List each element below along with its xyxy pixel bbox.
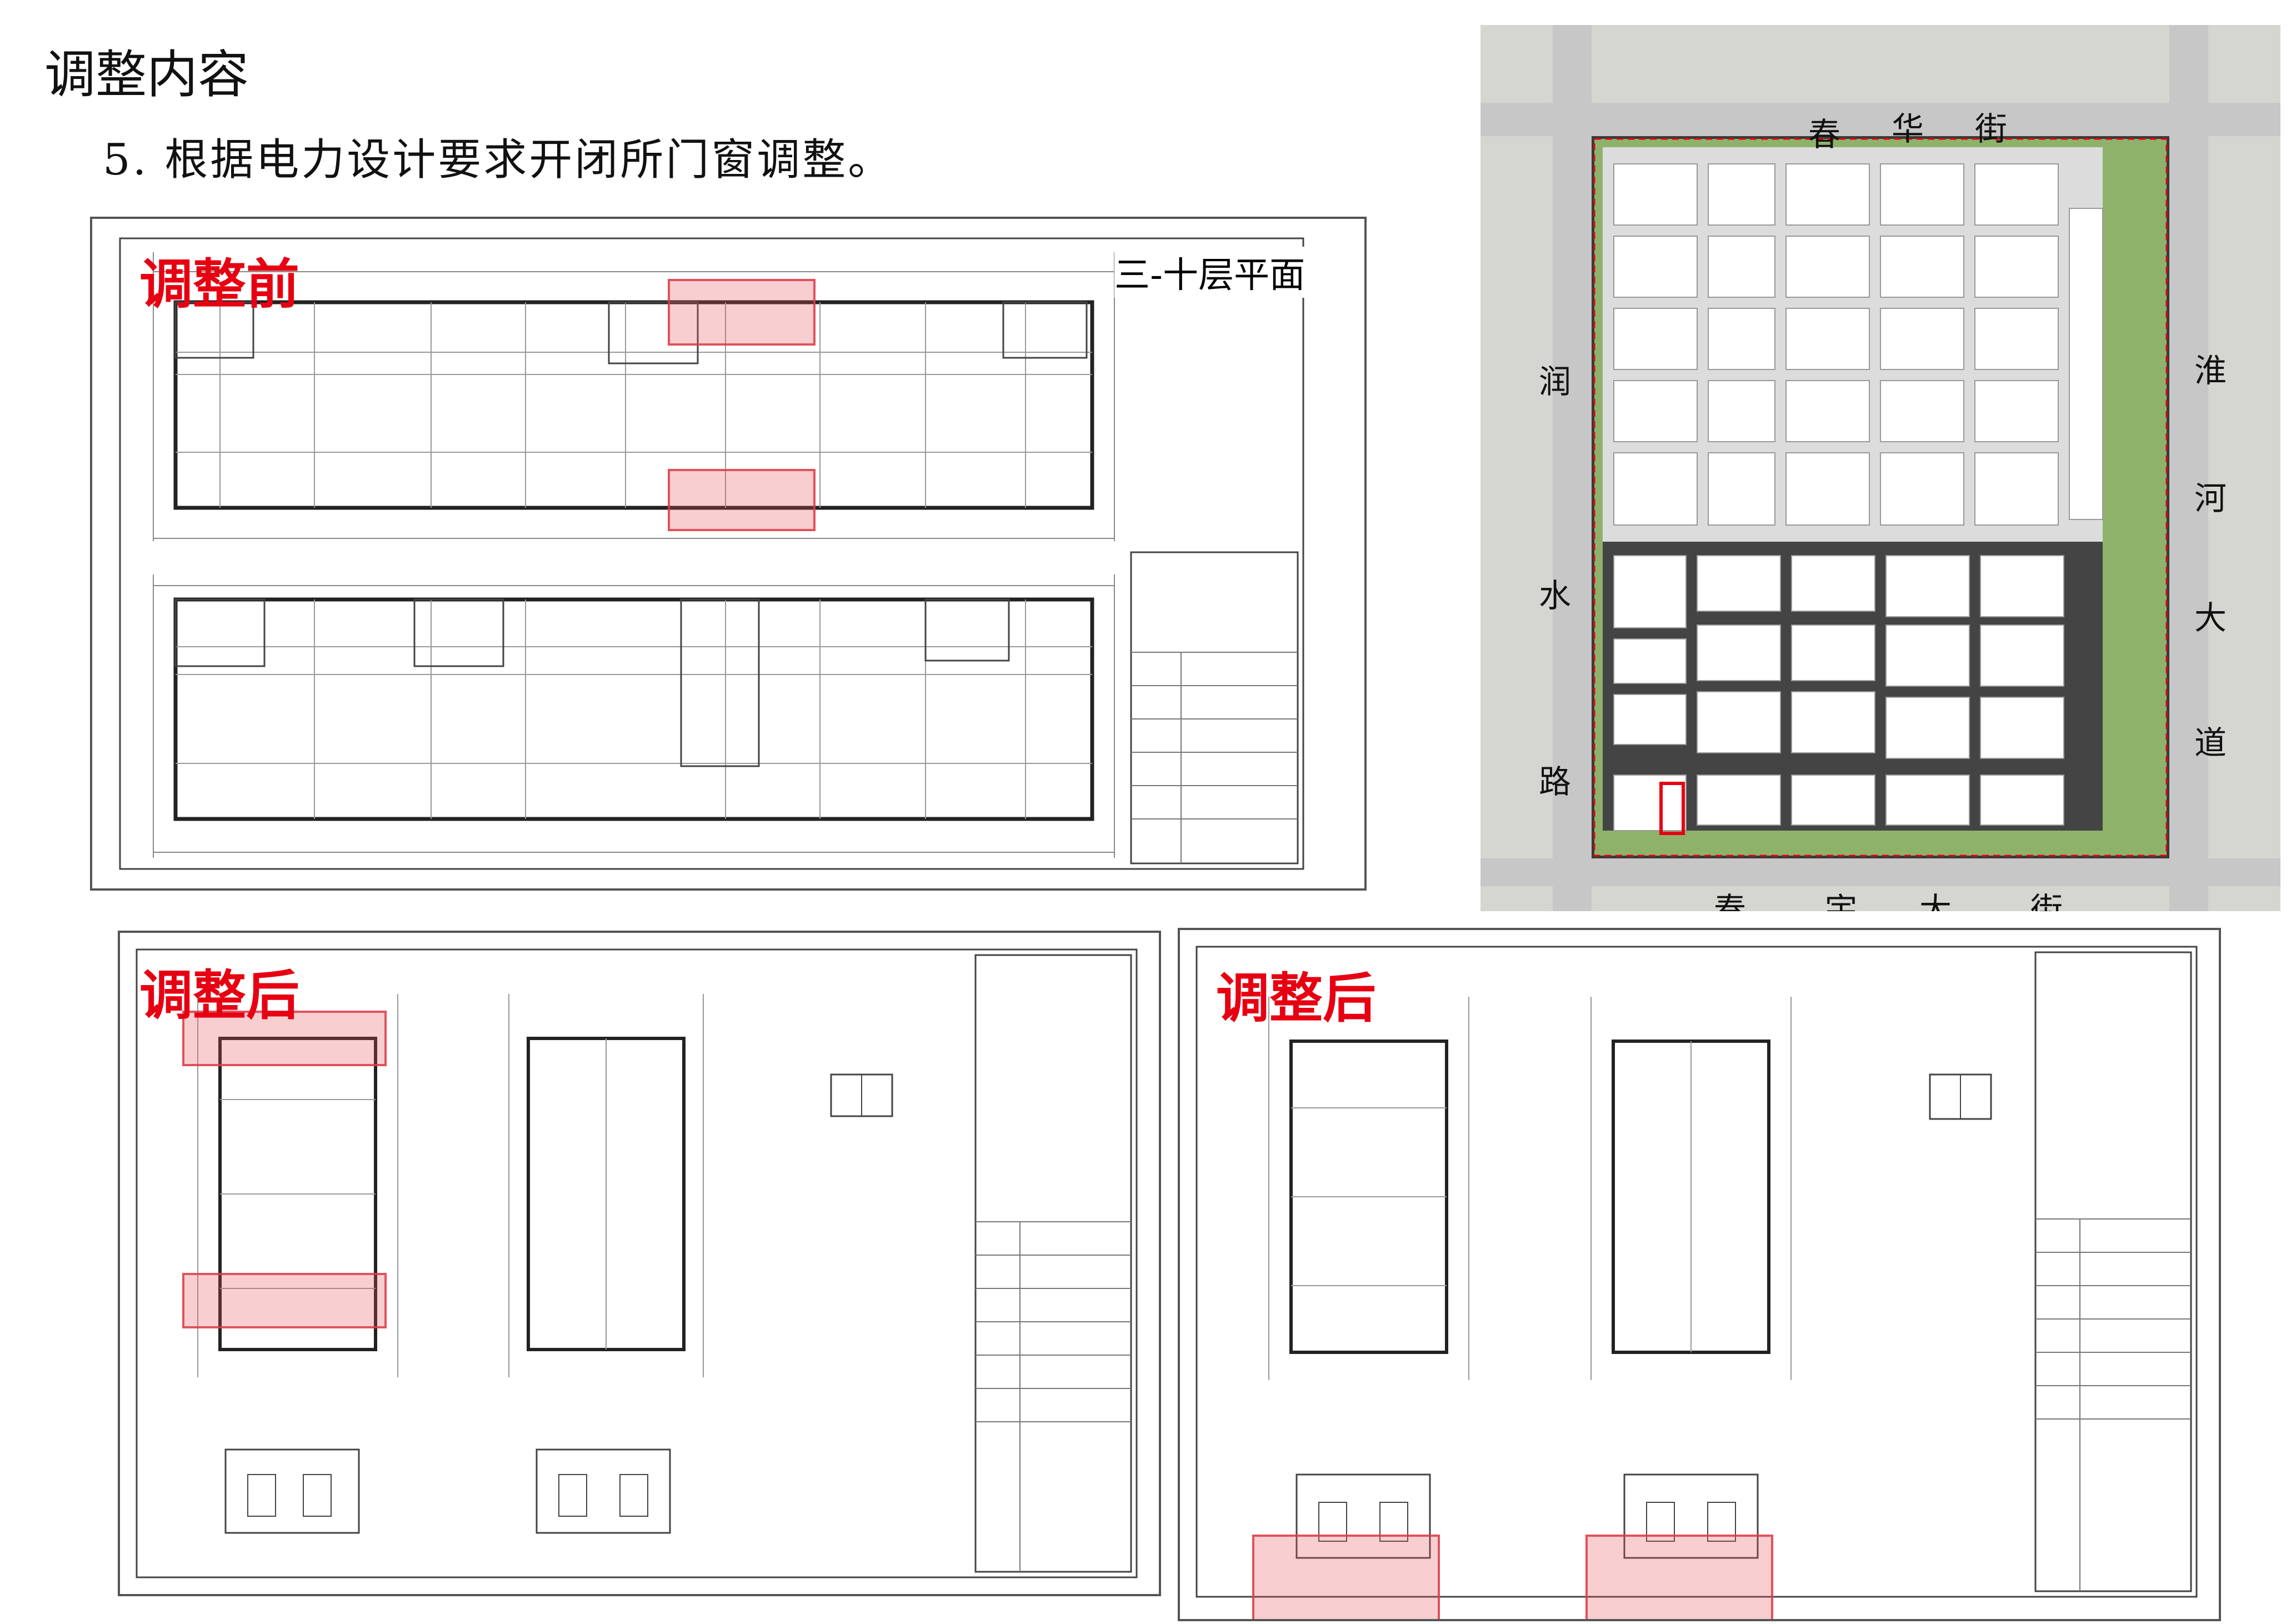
highlight-before-top [668, 279, 816, 346]
upper-buildings [1613, 163, 2103, 526]
south-road-char-3: 大 [1919, 891, 1952, 911]
south-road-char-2: 宇 [1825, 891, 1858, 911]
west-road-char-1: 润 [1539, 363, 1572, 401]
lower-buildings [1613, 555, 2064, 831]
highlight-after-right-right-elevation [1585, 1535, 1773, 1619]
after-right-plan-drawing [1195, 946, 2198, 1598]
east-road-char-4: 道 [2194, 724, 2227, 762]
before-drawing-sheet: 调整前 三-十层平面 [90, 217, 1367, 891]
east-road-char-2: 河 [2194, 479, 2227, 517]
highlight-after-left-bottom [182, 1273, 387, 1328]
west-road-char-2: 水 [1539, 577, 1572, 614]
north-road-char-1: 春 [1808, 116, 1841, 153]
floor-label: 三-十层平面 [1114, 247, 1305, 298]
south-road-char-1: 春 [1714, 891, 1747, 911]
highlight-before-bottom [668, 469, 816, 531]
after-left-label: 调整后 [139, 965, 299, 1027]
south-road-char-4: 街 [2030, 891, 2063, 911]
west-road-char-3: 路 [1539, 763, 1572, 801]
after-right-label: 调整后 [1216, 967, 1376, 1030]
north-road-char-3: 街 [1975, 110, 2008, 148]
adjustment-point: 5. 根据电力设计要求开闭所门窗调整。 [103, 135, 894, 185]
site-plan: 春 华 街 春 宇 大 街 润 水 路 淮 河 大 道 [1480, 25, 2280, 911]
highlight-after-left-top [182, 1011, 387, 1066]
site-plan-drawing [1480, 25, 2280, 911]
highlight-after-right-left-elevation [1252, 1535, 1440, 1619]
page-heading: 调整内容 [44, 45, 249, 104]
after-left-plan-drawing [136, 948, 1138, 1578]
east-road-char-1: 淮 [2194, 352, 2227, 389]
before-label: 调整前 [139, 253, 299, 316]
site-highlight-box [1659, 782, 1685, 835]
after-left-drawing-sheet: 调整后 [118, 931, 1161, 1596]
east-road-char-3: 大 [2194, 599, 2227, 637]
before-floor-plan-drawing [119, 237, 1304, 870]
north-road-char-2: 华 [1892, 110, 1924, 148]
after-right-drawing-sheet: 调整后 [1178, 928, 2221, 1621]
